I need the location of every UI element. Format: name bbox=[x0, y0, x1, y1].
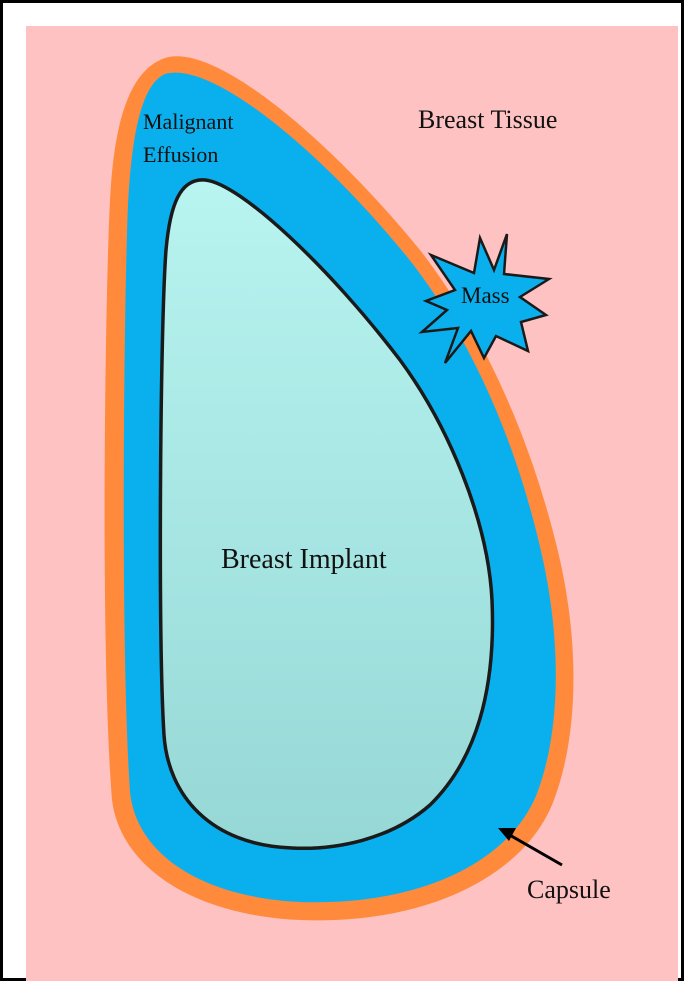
breast-implant-label: Breast Implant bbox=[221, 544, 387, 575]
malignant-effusion-label-line2: Effusion bbox=[143, 142, 218, 167]
breast-tissue-label: Breast Tissue bbox=[418, 105, 557, 134]
capsule-label: Capsule bbox=[527, 875, 611, 904]
malignant-effusion-label-line1: Malignant bbox=[143, 109, 233, 134]
mass-label: Mass bbox=[461, 283, 510, 308]
